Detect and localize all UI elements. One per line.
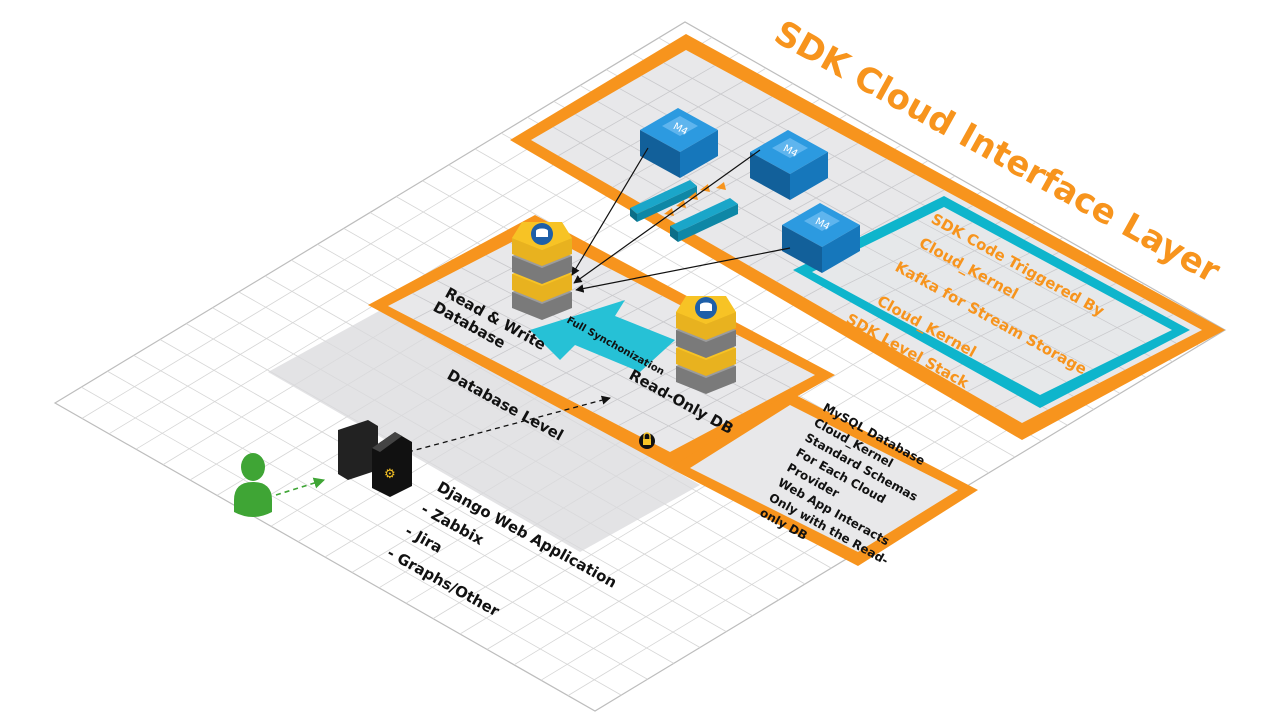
sdk-level-stack <box>793 196 1190 408</box>
web-to-db-arrow <box>407 395 611 453</box>
kafka-stream-icon <box>630 180 738 242</box>
svg-text:⚙: ⚙ <box>384 467 396 482</box>
ec2-instance-icon: M4 <box>782 203 860 273</box>
user-icon <box>234 453 272 517</box>
server-icon: ⚙ <box>338 420 412 497</box>
read-write-database-icon <box>512 222 572 320</box>
ec2-instance-icon: M4 <box>640 108 718 178</box>
lock-icon <box>639 432 655 449</box>
web-app-zone <box>268 305 700 552</box>
ec2-instance-icon: M4 <box>750 130 828 200</box>
full-sync-arrow <box>530 300 675 372</box>
read-only-database-icon <box>676 296 736 394</box>
instance-to-db-arrows <box>571 147 791 293</box>
db-notes-panel <box>670 392 978 566</box>
